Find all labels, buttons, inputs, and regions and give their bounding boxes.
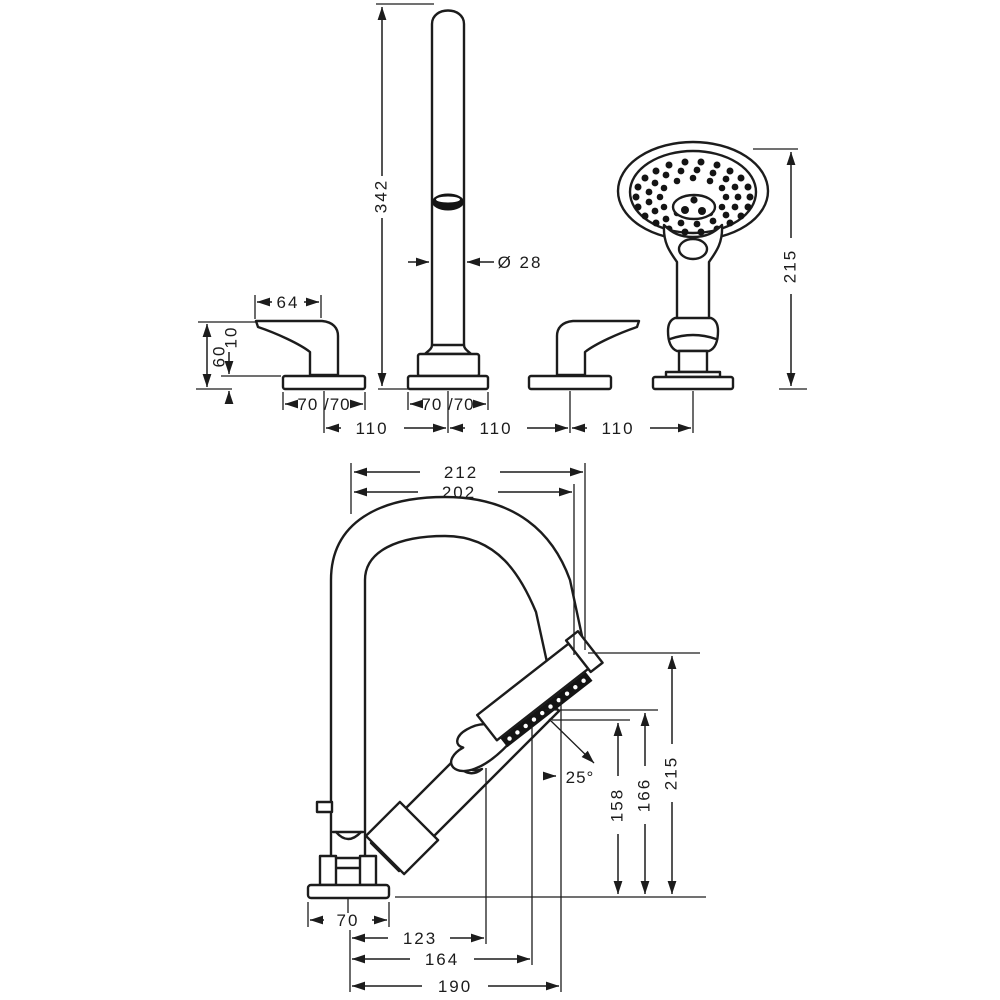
base-plate-side xyxy=(306,883,391,900)
dim-label-reach-spout: 202 xyxy=(442,483,476,502)
dim-label-height-head: 215 xyxy=(661,756,680,790)
dim-label-reach-overall: 212 xyxy=(444,463,478,482)
dim-label-spacing-left: 110 xyxy=(355,419,388,438)
side-view xyxy=(306,495,604,900)
handle-left-front xyxy=(254,319,367,391)
handshower-front xyxy=(616,140,770,391)
dim-label-spacing-middle: 110 xyxy=(479,419,512,438)
handle-right-front xyxy=(527,319,641,391)
handle-grip-band xyxy=(364,800,440,876)
dim-label-height-face: 166 xyxy=(634,778,653,812)
dim-label-handle-length: 64 xyxy=(277,293,300,312)
front-view-dimensions: 342 Ø 28 64 60 10 70 /70 70 /70 xyxy=(196,3,807,438)
dim-label-rosette-height: 10 xyxy=(221,326,240,349)
side-view-dimensions: 212 202 215 166 158 25° 70 xyxy=(307,463,706,996)
front-view xyxy=(254,9,770,391)
dim-label-spacing-right: 110 xyxy=(601,419,634,438)
dim-label-offset-holder: 123 xyxy=(403,929,437,948)
dim-label-height-spray: 158 xyxy=(607,788,626,822)
spout-front xyxy=(406,9,490,391)
spout-column-details xyxy=(306,800,391,900)
dim-label-handle-height: 60 xyxy=(209,345,228,368)
dim-label-spout-diameter: Ø 28 xyxy=(498,253,543,272)
neck-opening xyxy=(677,237,709,261)
dim-label-handshower-height: 215 xyxy=(780,249,799,283)
handshower-head-side xyxy=(449,630,604,773)
dim-label-offset-spray: 164 xyxy=(425,950,459,969)
dim-label-spout-height: 342 xyxy=(371,179,390,213)
dim-label-offset-head: 190 xyxy=(438,977,472,996)
aerator-side xyxy=(334,830,363,841)
dim-label-base-width: 70 xyxy=(337,911,360,930)
dim-label-head-angle: 25° xyxy=(566,768,595,787)
diverter-knob xyxy=(315,800,334,814)
